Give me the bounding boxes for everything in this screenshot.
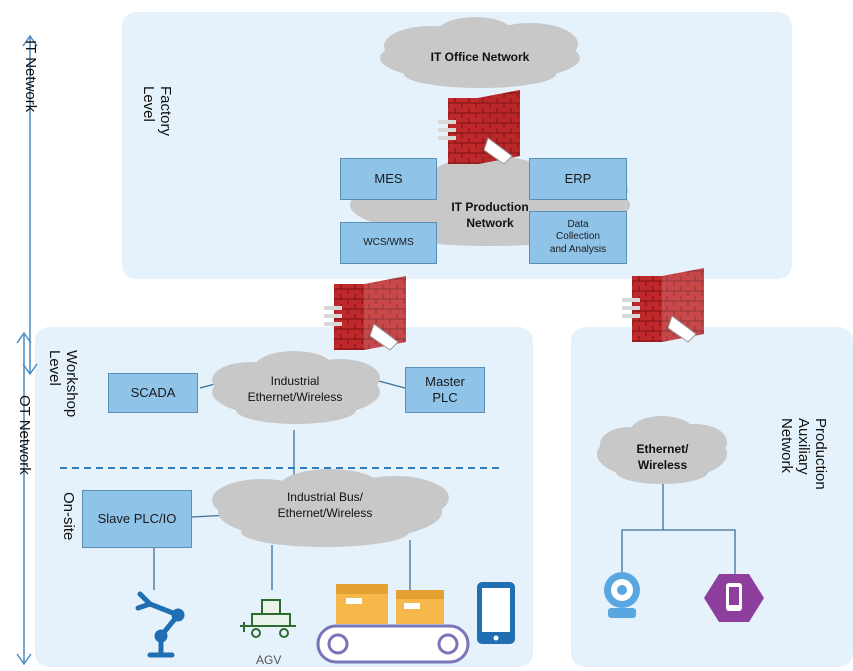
firewall-icon <box>622 268 704 343</box>
ot-network-label: OT Network <box>16 395 36 525</box>
it-network-text: IT Network <box>22 40 39 113</box>
wcs-wms-box: WCS/WMS <box>340 222 437 264</box>
it-office-cloud <box>380 17 580 88</box>
workshop-level-label: Workshop Level <box>46 350 80 418</box>
it-office-network-label: IT Office Network <box>430 50 530 65</box>
scada-box: SCADA <box>108 373 198 413</box>
slave-plc-box: Slave PLC/IO <box>82 490 192 548</box>
industrial-ethernet-label: Industrial Ethernet/Wireless <box>247 374 343 404</box>
erp-box: ERP <box>529 158 627 200</box>
it-network-arrow <box>22 34 38 376</box>
phone-icon <box>704 574 764 622</box>
agv-icon <box>240 599 296 638</box>
ot-network-arrow <box>16 331 32 666</box>
industrial-bus-label: Industrial Bus/ Ethernet/Wireless <box>277 490 373 520</box>
conveyor-icon <box>316 584 470 664</box>
robot-arm-icon <box>135 591 185 658</box>
industrial-bus-cloud <box>212 469 449 547</box>
aux-ethernet-label: Ethernet/ Wireless <box>636 442 689 472</box>
aux-ethernet-cloud <box>597 416 727 484</box>
tablet-icon <box>477 582 515 644</box>
ot-network-text: OT Network <box>16 395 33 475</box>
data-collection-box: Data Collection and Analysis <box>529 211 627 264</box>
firewall-icon <box>438 90 520 165</box>
master-plc-connector <box>374 379 406 389</box>
production-auxiliary-label: Production Auxiliary Network <box>778 418 829 490</box>
master-plc-box: Master PLC <box>405 367 485 413</box>
it-production-network-label: IT Production Network <box>451 200 529 230</box>
agv-label: AGV <box>256 653 282 667</box>
firewall-icon <box>324 276 406 351</box>
industrial-ethernet-cloud <box>212 351 380 424</box>
aux-connector-branch <box>621 529 736 590</box>
onsite-label: On-site <box>60 492 77 541</box>
mes-box: MES <box>340 158 437 200</box>
camera-icon <box>604 572 640 618</box>
it-network-label: IT Network <box>22 40 42 170</box>
factory-level-label: Factory Level <box>140 86 174 137</box>
